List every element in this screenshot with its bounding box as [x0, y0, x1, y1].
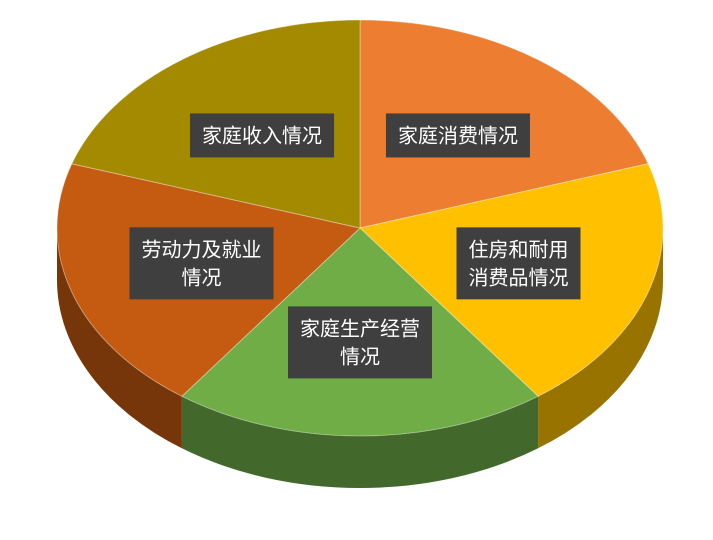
slice-label-0: 家庭消费情况: [385, 113, 530, 158]
pie-side-2: [181, 396, 539, 488]
slice-label-4: 家庭收入情况: [190, 113, 335, 158]
slice-label-text: 住房和耐用: [468, 237, 568, 261]
pie-side-3: [56, 228, 182, 449]
slice-label-text: 情况: [340, 344, 380, 368]
slice-label-text: 家庭收入情况: [202, 123, 322, 147]
slice-label-text: 家庭生产经营: [300, 316, 420, 340]
slice-label-text: 家庭消费情况: [398, 123, 518, 147]
slice-label-text: 劳动力及就业: [142, 237, 262, 261]
slice-label-box: [385, 113, 530, 158]
slice-label-text: 情况: [182, 265, 222, 289]
slice-label-box: [288, 306, 432, 379]
slice-label-box: [129, 227, 274, 300]
slice-label-text: 消费品情况: [468, 265, 568, 289]
slice-label-box: [190, 113, 335, 158]
slice-label-box: [456, 227, 581, 300]
pie-side-1: [538, 228, 663, 449]
pie-sides: [56, 228, 663, 488]
